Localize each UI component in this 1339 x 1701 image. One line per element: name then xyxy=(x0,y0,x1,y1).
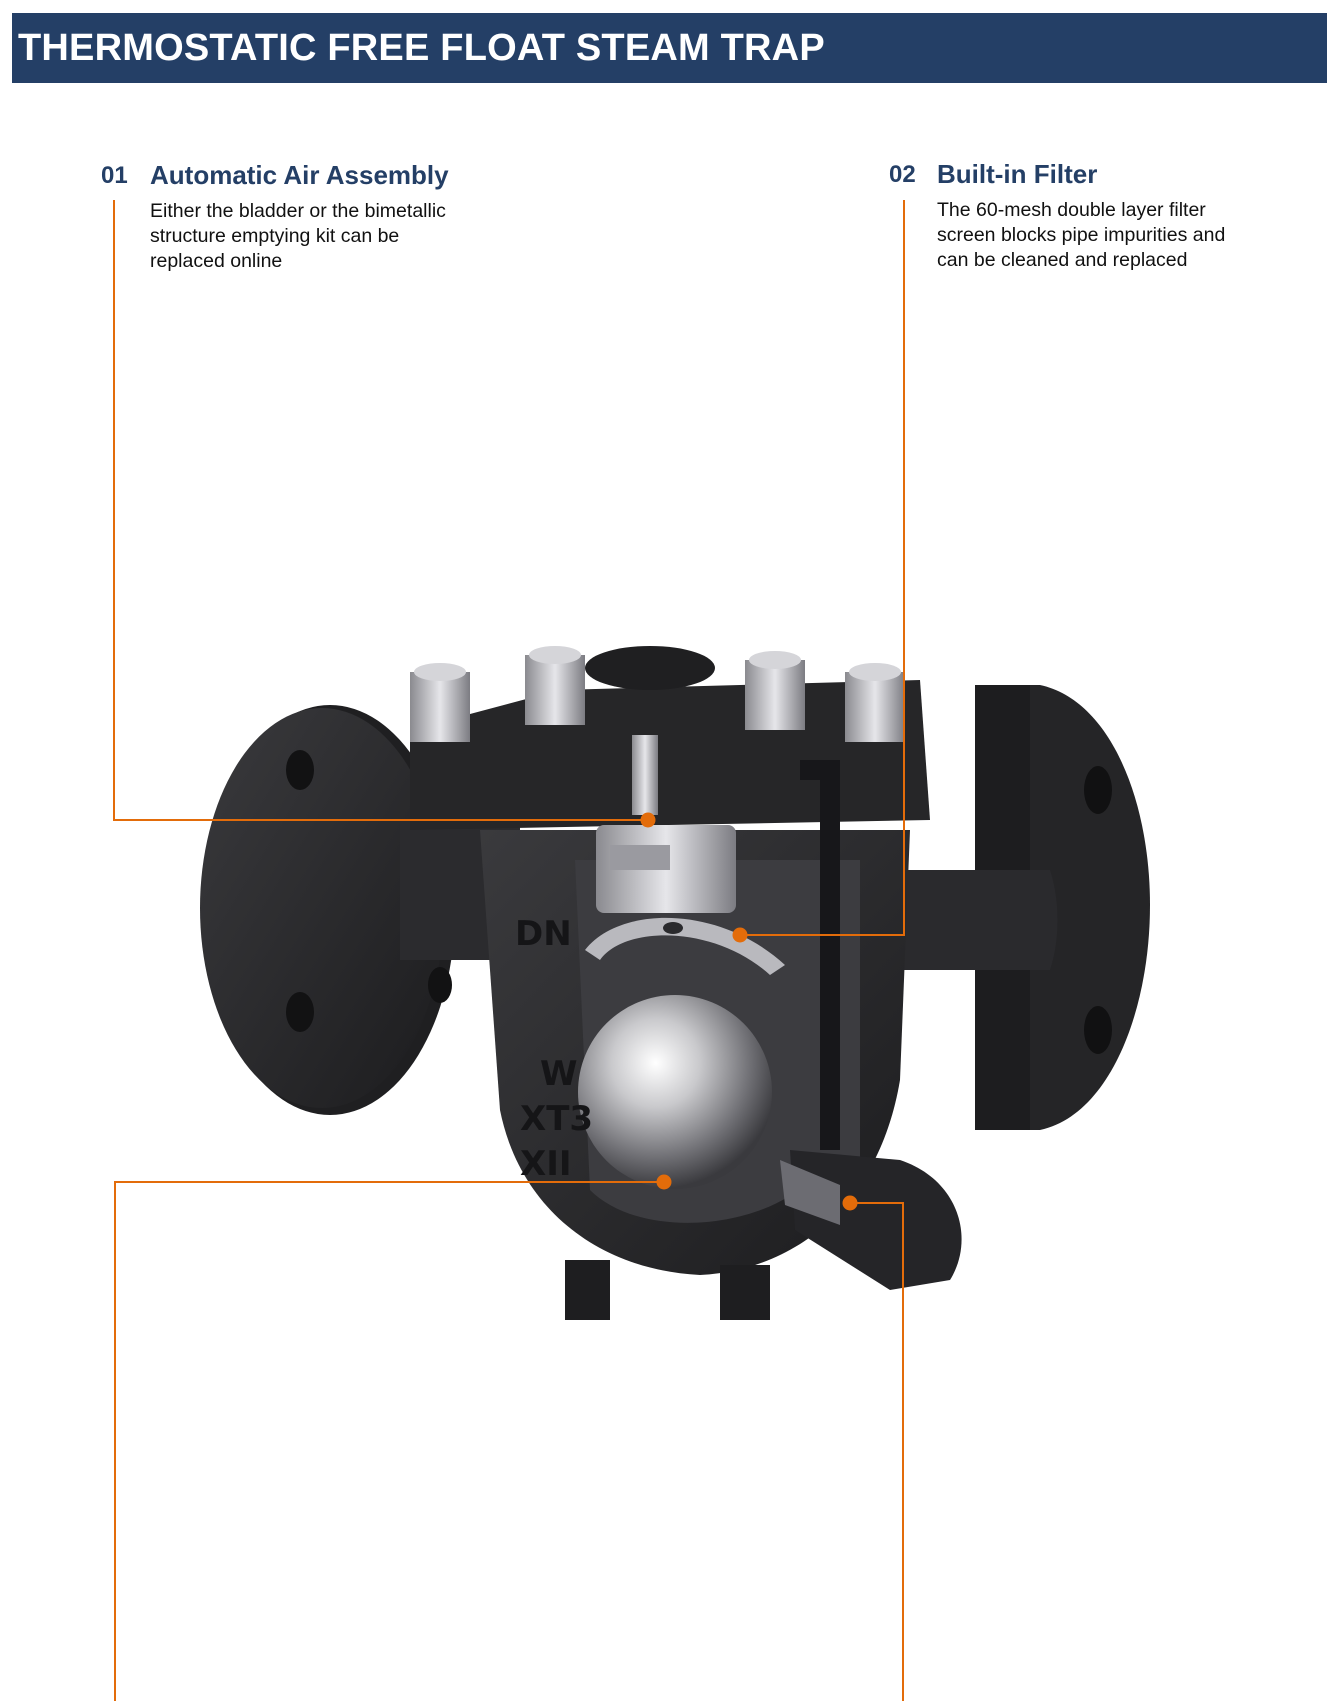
threaded-stem xyxy=(632,735,658,815)
feature-heading: Automatic Air Assembly xyxy=(150,160,449,190)
bolt-hole xyxy=(1084,1006,1112,1054)
feature-description-line: The 60-mesh double layer filter xyxy=(937,199,1206,221)
feature-description: Either the bladder or the bimetallic str… xyxy=(150,199,480,274)
hex-bolt xyxy=(525,655,585,725)
filter-screen xyxy=(585,917,785,975)
left-flange xyxy=(200,705,455,1115)
cover-bolts xyxy=(410,646,905,742)
callout-dot xyxy=(842,1195,858,1211)
bolt-hole xyxy=(428,967,452,1003)
hex-bolt xyxy=(410,672,470,742)
feature-description: The 60-mesh double layer filter screen b… xyxy=(937,198,1257,273)
callout-dots xyxy=(640,812,858,1211)
title-bar: THERMOSTATIC FREE FLOAT STEAM TRAP xyxy=(12,13,1327,83)
page-title: THERMOSTATIC FREE FLOAT STEAM TRAP xyxy=(18,27,825,69)
body-marking: W xyxy=(540,1054,578,1094)
callout-dot xyxy=(732,927,748,943)
leader-line-02 xyxy=(740,200,905,936)
feature-automatic-air-assembly: 01 Automatic Air Assembly Either the bla… xyxy=(101,160,521,280)
filter-hole xyxy=(663,922,683,934)
valve-seat xyxy=(780,1160,840,1225)
drain-plug-housing xyxy=(790,1150,962,1290)
body-marking: XT3 xyxy=(520,1099,593,1139)
leader-line-04 xyxy=(850,1202,904,1701)
feature-description-line: can be cleaned and replaced xyxy=(937,249,1188,271)
body-markings: DN W XT3 XII xyxy=(515,914,593,1184)
hex-bolt xyxy=(745,660,805,730)
body-marking: DN xyxy=(515,914,572,954)
body-foot xyxy=(565,1260,610,1320)
feature-heading: Built-in Filter xyxy=(937,159,1098,189)
bolt-hole xyxy=(1084,766,1112,814)
body-marking: XII xyxy=(520,1144,572,1184)
leader-line-01 xyxy=(113,200,648,821)
leader-line-03 xyxy=(114,1181,664,1701)
feature-number: 01 xyxy=(101,162,128,189)
feature-description-line: Either the bladder or the bimetallic xyxy=(150,200,446,222)
feature-description-line: screen blocks pipe impurities and xyxy=(937,224,1226,246)
callout-lines xyxy=(113,200,905,1701)
hex-bolt xyxy=(845,672,905,742)
feature-description-line: structure emptying kit can be xyxy=(150,225,400,247)
body-foot xyxy=(720,1265,770,1320)
callout-dot xyxy=(656,1174,672,1190)
bimetallic-element xyxy=(610,845,670,870)
feature-built-in-filter: 02 Built-in Filter The 60-mesh double la… xyxy=(889,159,1309,279)
feature-description-line: replaced online xyxy=(150,250,283,272)
bolt-hole xyxy=(286,750,314,790)
bolt-hole xyxy=(286,992,314,1032)
cover-boss xyxy=(585,646,715,690)
feature-number: 02 xyxy=(889,161,916,188)
float-ball xyxy=(578,995,772,1189)
internal-channel xyxy=(800,760,840,1150)
callout-dot xyxy=(640,812,656,828)
